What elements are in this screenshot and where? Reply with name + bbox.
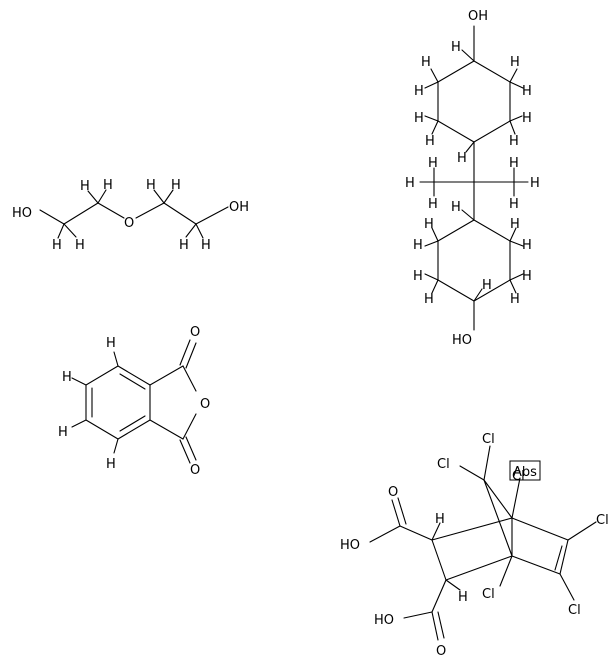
hydrogen-label: H [451,200,461,215]
hydrogen-label: H [201,238,211,253]
hydrogen-label: H [510,55,520,70]
hydrogen-label: H [171,178,181,193]
hydrogen-label: H [509,134,519,149]
hydroxyl-label: HO [12,206,32,221]
hydrogen-label: H [522,269,532,284]
hydroxyl-label: OH [229,200,249,215]
chlorine-label: Cl [482,587,495,602]
hydrogen-label: H [457,151,467,166]
ether-oxygen-label: O [124,216,134,231]
hydrogen-label: H [510,217,520,232]
hydrogen-label: H [414,111,424,126]
hydrogen-label: H [179,238,189,253]
ring-oxygen-label: O [200,397,210,412]
carbonyl-oxygen-label: O [436,644,446,656]
hydroxyl-label: HO [374,613,394,628]
hydrogen-label: H [530,176,540,191]
hydrogen-label: H [509,156,519,171]
hydrogen-label: H [421,55,431,70]
hydrogen-label: H [458,590,468,605]
hydrogen-label: H [52,238,62,253]
hydrogen-label: H [58,425,68,440]
chlorine-label: Cl [482,432,495,447]
hydroxyl-label: HO [340,538,360,553]
hydrogen-label: H [413,269,423,284]
hydrogen-label: H [80,179,90,194]
hydroxyl-label: HO [452,333,472,348]
hydrogen-label: H [146,178,156,193]
hydrogen-label: H [509,197,519,212]
hydrogen-label: H [103,178,113,193]
chlorendic-acid-structure: Cl Cl Cl Cl Cl Cl O HO O HO H H Abs [340,432,609,656]
chlorine-label: Cl [568,603,581,618]
phthalic-anhydride-structure: O O O H H H H [58,325,210,478]
hydrogen-label: H [428,197,438,212]
hydrogen-label: H [522,84,532,99]
hydrogen-label: H [424,217,434,232]
abs-stereo-box [509,460,541,481]
hydrogen-label: H [428,156,438,171]
carbonyl-oxygen-label: O [190,463,200,478]
hydrogen-label: H [435,512,445,527]
hydrogen-label: H [522,111,532,126]
chlorine-label: Cl [437,457,450,472]
hydrogen-label: H [106,336,116,351]
carbonyl-oxygen-label: O [190,325,200,340]
chlorine-label: Cl [596,513,609,528]
abs-stereo-label: Abs [513,465,537,480]
hydrogen-label: H [413,238,423,253]
diethylene-glycol-structure: HO O OH H H H H H H H H [12,178,249,253]
hydrogen-label: H [75,238,85,253]
hydrogen-label: H [425,134,435,149]
hydroxyl-label: OH [468,9,488,24]
hydrogen-label: H [106,457,116,472]
hydrogen-label: H [482,278,492,293]
carbonyl-oxygen-label: O [388,485,398,500]
hydrogen-label: H [62,370,72,385]
hydrogen-label: H [424,292,434,307]
hydrogen-label: H [522,238,532,253]
hydrogen-label: H [405,176,415,191]
hydrogenated-bisphenol-a-structure: OH HO H H H H H H H H H H H H H H H H H … [405,9,540,348]
hydrogen-label: H [451,40,461,55]
hydrogen-label: H [414,84,424,99]
hydrogen-label: H [510,292,520,307]
